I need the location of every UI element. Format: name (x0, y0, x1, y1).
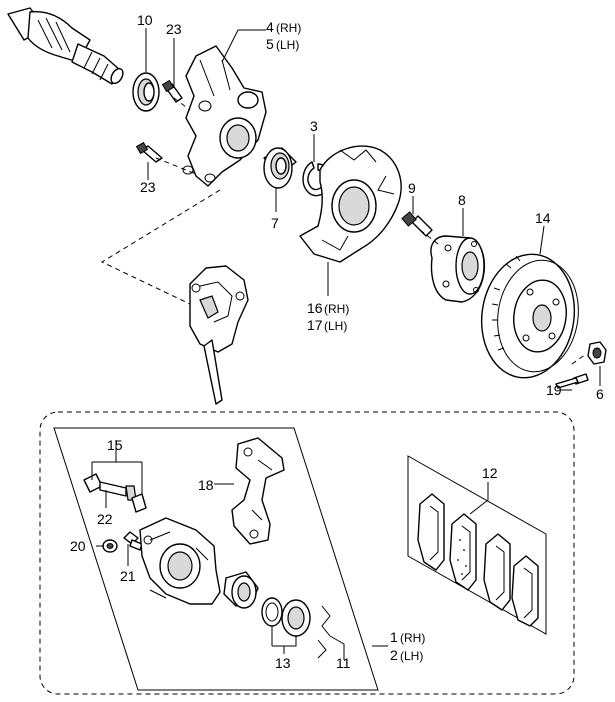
label-11: 11 (336, 655, 351, 671)
label-17-side: (LH) (324, 319, 347, 333)
part-23-bolt-upper (161, 79, 183, 103)
label-21: 21 (120, 568, 136, 584)
pad-2 (449, 513, 477, 591)
part-6-hub-nut (587, 341, 607, 365)
caliper-piston (223, 571, 259, 609)
label-10: 10 (137, 12, 153, 28)
callout-labels: 10 23 4 (RH) 5 (LH) 3 23 7 9 8 14 16 (RH… (70, 12, 604, 671)
part-16-17-dust-cover (299, 145, 402, 263)
pads-panel-outline (407, 455, 547, 635)
label-13: 13 (275, 655, 291, 671)
pad-3 (483, 533, 511, 611)
part-11-clips (317, 605, 331, 659)
part-7-bearing (263, 147, 297, 189)
label-16: 16 (307, 300, 323, 316)
drive-shaft (7, 7, 124, 85)
label-4-side: (RH) (276, 21, 301, 35)
label-2: 2 (390, 647, 398, 663)
label-1-side: (RH) (400, 631, 425, 645)
part-18-carrier-bracket (231, 437, 285, 545)
pad-1 (417, 493, 445, 571)
label-5: 5 (266, 36, 274, 52)
leader-lines (91, 28, 601, 660)
label-23-lower: 23 (140, 179, 156, 195)
label-22: 22 (97, 511, 113, 527)
label-1: 1 (390, 629, 398, 645)
label-23-upper: 23 (166, 21, 182, 37)
label-16-side: (RH) (324, 302, 349, 316)
label-4: 4 (266, 19, 274, 35)
caliper-panel-outline (53, 427, 379, 691)
part-4-5-knuckle (182, 45, 267, 187)
caliper-body-lower (139, 517, 221, 605)
pad-4 (511, 555, 539, 627)
part-19-screw (555, 373, 589, 389)
caliper-kit-boundary (39, 411, 575, 695)
label-18: 18 (198, 477, 214, 493)
label-17: 17 (307, 317, 323, 333)
label-3: 3 (310, 118, 318, 134)
label-8: 8 (458, 192, 466, 208)
part-9-hub-bolt (401, 211, 433, 237)
label-12: 12 (482, 465, 498, 481)
part-8-wheel-hub (430, 235, 486, 303)
part-21-bleeder-screw (123, 531, 143, 551)
label-20: 20 (70, 538, 86, 554)
part-20-bleeder-cap (102, 539, 118, 553)
guide-line-knuckle-caliper (100, 189, 221, 305)
label-7: 7 (271, 215, 279, 231)
label-19: 19 (546, 382, 562, 398)
label-6: 6 (596, 386, 604, 402)
label-15: 15 (107, 437, 123, 453)
guide-line-hub-bolt (419, 229, 439, 245)
caliper-assembly-upper (189, 265, 249, 405)
guide-line-nut (571, 353, 587, 365)
guide-line-bolt-upper (173, 97, 191, 111)
part-13-seals (261, 597, 311, 637)
part-14-brake-disc (480, 253, 579, 379)
part-15-22-guide-pins (83, 473, 147, 513)
part-10-seal-ring (132, 72, 160, 112)
label-2-side: (LH) (400, 649, 423, 663)
part-12-brake-pads (417, 493, 539, 627)
guide-line-bolt (155, 157, 197, 175)
label-9: 9 (408, 180, 416, 196)
label-5-side: (LH) (276, 38, 299, 52)
label-14: 14 (535, 210, 551, 226)
